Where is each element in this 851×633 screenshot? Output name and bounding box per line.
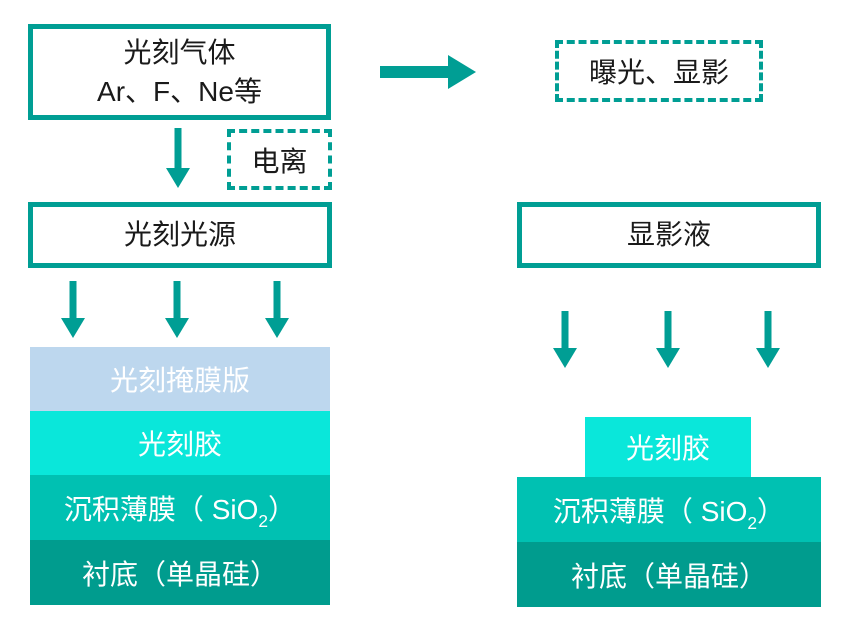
down-arrow-icon [756, 311, 780, 368]
down-arrow-icon [61, 281, 85, 338]
developer-box: 显影液 [517, 202, 821, 268]
gas-box-line1: 光刻气体 [123, 36, 236, 68]
sio2-subscript: 2 [747, 513, 758, 534]
exposure-development-box: 曝光、显影 [555, 40, 763, 102]
down-arrow-icon [265, 281, 289, 338]
gas-box-line2: Ar、F、Ne等 [97, 76, 262, 107]
right-arrow-icon [380, 55, 476, 89]
light-source-box: 光刻光源 [28, 202, 332, 268]
light-source-label: 光刻光源 [123, 219, 236, 251]
layer-substrate-label: 衬底（单晶硅） [81, 558, 278, 590]
layer-photomask: 光刻掩膜版 [30, 347, 330, 411]
layer-photoresist: 光刻胶 [30, 411, 330, 475]
layer-substrate-right-label: 衬底（单晶硅） [570, 560, 767, 592]
ionization-box: 电离 [227, 129, 332, 190]
layer-deposited-film-label: 沉积薄膜（ SiO [63, 493, 259, 525]
layer-photoresist-patterned-label: 光刻胶 [625, 433, 710, 464]
layer-substrate: 衬底（单晶硅） [30, 540, 330, 605]
exposure-development-label: 曝光、显影 [588, 57, 729, 88]
ionization-label: 电离 [251, 145, 308, 177]
gas-box: 光刻气体 Ar、F、Ne等 [28, 24, 331, 120]
layer-photoresist-patterned: 光刻胶 [585, 417, 751, 477]
down-arrow-icon [165, 281, 189, 338]
layer-photoresist-label: 光刻胶 [137, 429, 222, 460]
down-arrow-icon [553, 311, 577, 368]
down-arrow-icon [166, 128, 190, 188]
layer-deposited-film-right-label-suffix: ） [757, 495, 786, 527]
layer-photomask-label: 光刻掩膜版 [109, 365, 250, 396]
down-arrow-icon [656, 311, 680, 368]
sio2-subscript: 2 [258, 511, 269, 532]
developer-label: 显影液 [626, 219, 711, 251]
layer-deposited-film-right-label: 沉积薄膜（ SiO [552, 495, 748, 527]
layer-substrate-right: 衬底（单晶硅） [517, 542, 821, 607]
layer-deposited-film-label-suffix: ） [268, 493, 297, 525]
